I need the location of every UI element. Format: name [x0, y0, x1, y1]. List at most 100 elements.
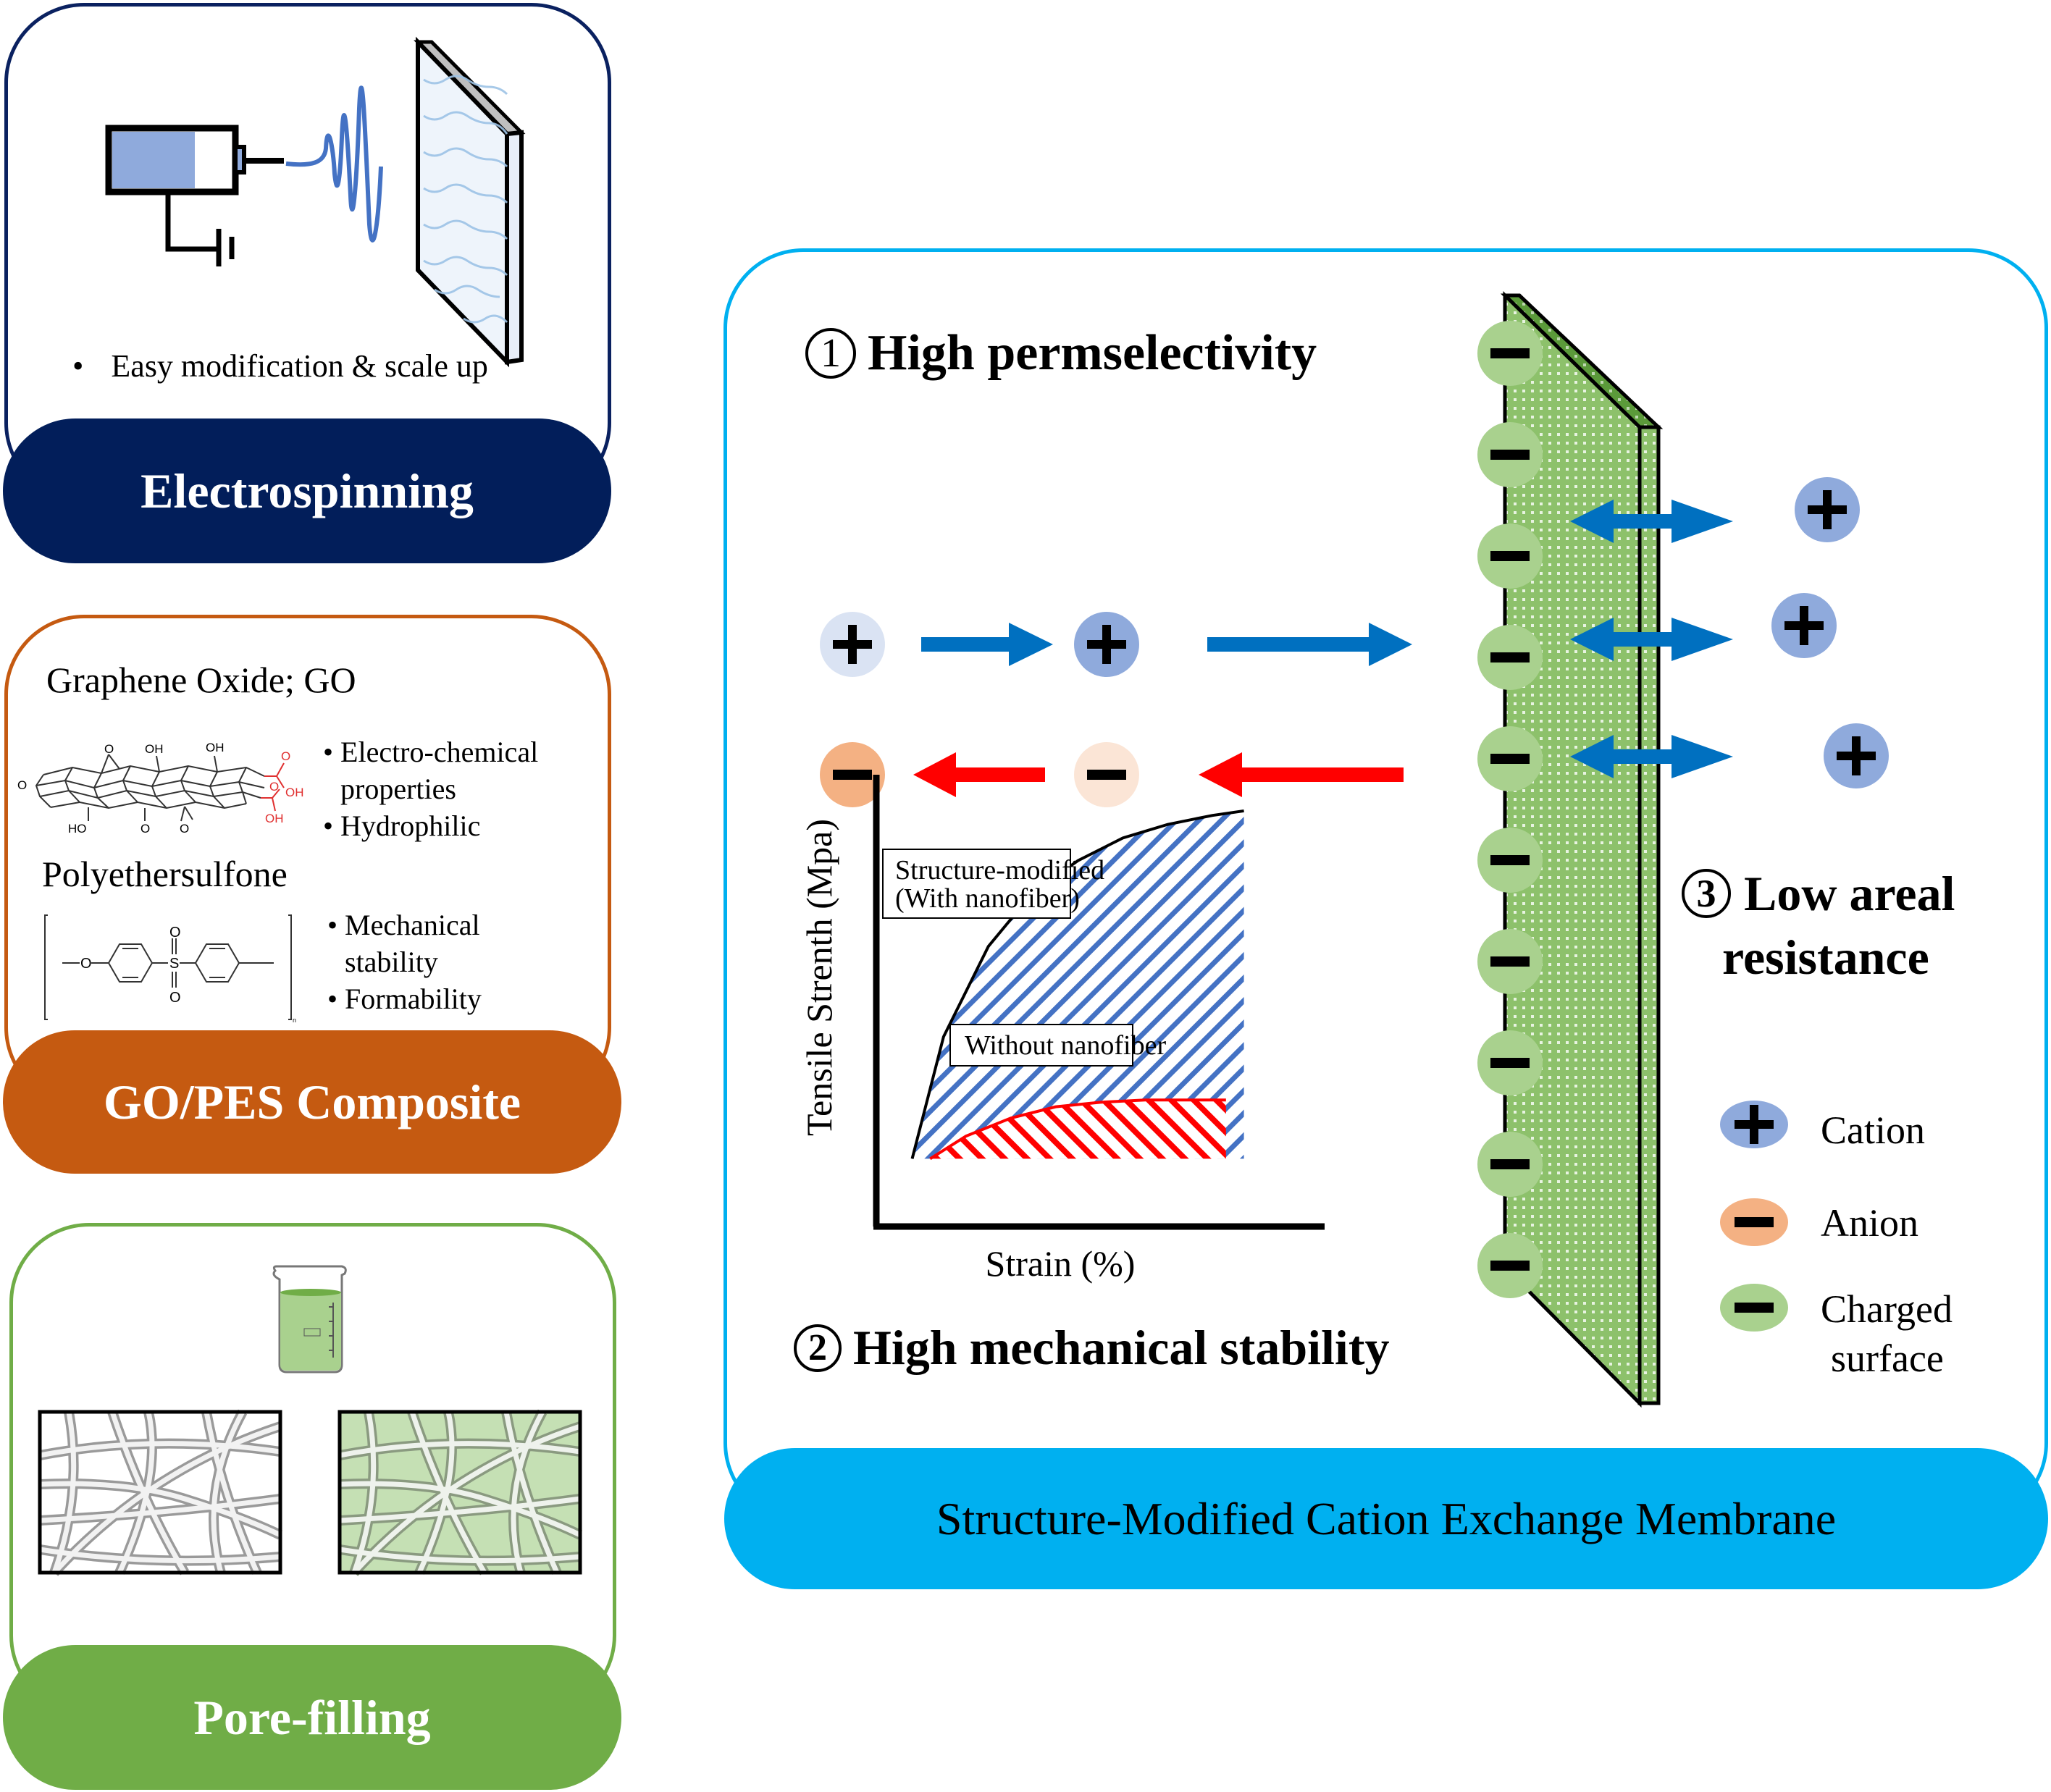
feature-3-label-line1: Low areal — [1744, 866, 1955, 921]
pes-label-so-bottom: O — [169, 990, 181, 1006]
membrane-side — [1637, 425, 1661, 1405]
anion-arrow-long-icon — [1199, 752, 1404, 797]
pes-label-so-top: O — [169, 925, 181, 941]
bullet-dot: • — [72, 348, 84, 384]
transported-cation-3-icon — [1824, 723, 1889, 788]
go-label-o-bottom-1: O — [140, 822, 150, 836]
polyethersulfone-structure: O S O O n — [44, 914, 296, 1024]
pes-property-list: • Mechanical stability • Formability — [327, 909, 482, 1015]
feature-2-label: High mechanical stability — [853, 1320, 1390, 1375]
legend-charged-surface-label: Charged surface — [1821, 1284, 1953, 1383]
go-pes-title-pill: GO/PES Composite — [3, 1030, 621, 1174]
feature-1-heading: 1 High permselectivity — [805, 324, 1317, 382]
go-label-o-top: O — [104, 742, 114, 756]
cem-title: Structure-Modified Cation Exchange Membr… — [936, 1492, 1837, 1544]
series-1-label-line1: Structure-modified — [895, 855, 1104, 886]
pes-label-o: O — [80, 956, 92, 972]
electrospinning-title-pill: Electrospinning — [3, 418, 611, 563]
go-property-1: Electro-chemical — [340, 736, 539, 768]
exchange-arrows — [1570, 500, 1733, 778]
surface-charge-icon — [1477, 321, 1543, 386]
legend-cation-icon — [1720, 1101, 1788, 1148]
surface-charge-icon — [1477, 929, 1543, 994]
go-label-oh-1: OH — [145, 742, 164, 756]
feature-1-number-badge: 1 — [805, 328, 856, 379]
surface-charge-icon — [1477, 1030, 1543, 1095]
pes-label-n: n — [293, 1017, 296, 1024]
go-label-cooh-o2: O — [269, 780, 279, 794]
cation-arrow-short-icon — [921, 623, 1053, 666]
feature-2-number-badge: 2 — [794, 1324, 842, 1372]
ground-wire-icon — [165, 192, 219, 252]
legend-anion-label: Anion — [1821, 1201, 1918, 1245]
nanofiber-mat-unfilled — [38, 1409, 283, 1576]
series-1-area — [912, 810, 1244, 1159]
cation-light-icon — [820, 612, 885, 677]
series-2-area — [930, 1100, 1226, 1159]
bidirectional-arrow-1-icon — [1570, 500, 1733, 543]
feature-1-label: High permselectivity — [868, 325, 1317, 381]
legend-charged-surface-icon — [1720, 1284, 1788, 1332]
go-label-o-bottom-2: O — [180, 822, 189, 836]
go-property-list: • Electro-chemical properties • Hydrophi… — [323, 736, 539, 842]
legend-cation-label: Cation — [1821, 1109, 1925, 1152]
electrospinning-illustration — [105, 36, 526, 368]
feature-3-label-line2: resistance — [1722, 930, 1929, 985]
go-label-ho: HO — [68, 822, 87, 836]
series-2-label: Without nanofiber — [965, 1030, 1166, 1061]
bidirectional-arrow-3-icon — [1570, 735, 1733, 778]
go-pes-title: GO/PES Composite — [103, 1074, 521, 1130]
surface-charge-icon — [1477, 1233, 1543, 1298]
surface-charge-icon — [1477, 625, 1543, 690]
pore-filling-title-pill: Pore-filling — [3, 1645, 621, 1790]
series-1-label-box: Structure-modified (With nanofiber) — [882, 849, 1104, 919]
fiber-jet-icon — [285, 85, 383, 243]
go-label-cooh-o1: O — [281, 749, 290, 763]
surface-charge-icon — [1477, 1132, 1543, 1197]
nanofiber-mat-filled — [337, 1409, 583, 1576]
chart-y-axis-label: Tensile Strenth (Mpa) — [799, 819, 839, 1136]
series-1-label-line2: (With nanofiber) — [895, 883, 1080, 914]
syringe-fluid-icon — [112, 132, 195, 188]
permselectivity-arrows — [913, 623, 1412, 797]
pore-filling-title: Pore-filling — [193, 1689, 431, 1745]
surface-charge-icon — [1477, 726, 1543, 791]
series-1-curve — [910, 809, 1244, 1159]
surface-charge-icon — [1477, 523, 1543, 589]
series-2-curve — [929, 1098, 1226, 1161]
pes-heading: Polyethersulfone — [42, 854, 288, 894]
surface-charge-icon — [1477, 828, 1543, 893]
go-property-1-cont: properties — [340, 773, 456, 805]
electrospinning-title: Electrospinning — [140, 463, 474, 518]
beaker-icon — [272, 1265, 347, 1374]
chart-x-axis-label: Strain (%) — [986, 1243, 1136, 1284]
legend-anion-icon — [1720, 1198, 1788, 1246]
tensile-strength-chart: Tensile Strenth (Mpa) Strain (%) Structu… — [799, 775, 1325, 1284]
feature-3-number-badge: 3 — [1682, 869, 1731, 918]
collector-face-icon — [416, 36, 509, 368]
collector-side-icon — [505, 130, 524, 365]
feature-2-heading: 2 High mechanical stability — [794, 1319, 1389, 1376]
go-property-2: Hydrophilic — [340, 809, 481, 842]
membrane — [1500, 291, 1664, 1408]
go-pes-panel — [4, 615, 611, 1107]
cem-title-pill: Structure-Modified Cation Exchange Membr… — [724, 1448, 2048, 1589]
pes-label-s: S — [169, 956, 179, 972]
go-label-o-left: O — [17, 778, 27, 792]
legend-charged-surface-line1: Charged — [1821, 1287, 1953, 1331]
cation-icon — [1074, 612, 1139, 677]
transported-cation-1-icon — [1795, 477, 1860, 542]
go-heading: Graphene Oxide; GO — [46, 660, 356, 700]
syringe-tip-icon — [233, 145, 246, 174]
electrospinning-bullet: •Easy modification & scale up — [72, 348, 488, 384]
go-label-oh-2: OH — [206, 741, 225, 754]
legend-charged-surface-line2: surface — [1831, 1337, 1944, 1380]
anion-arrow-short-icon — [913, 752, 1045, 797]
graphene-oxide-structure: O O OH OH O OH O OH HO O O — [17, 741, 304, 836]
transported-cation-2-icon — [1771, 593, 1837, 658]
surface-charge-icon — [1477, 422, 1543, 487]
anion-light-icon — [1074, 742, 1139, 807]
feature-3-heading: 3 Low areal resistance — [1682, 862, 1955, 989]
pes-property-1: Mechanical — [345, 909, 480, 941]
cation-arrow-long-icon — [1207, 623, 1412, 666]
